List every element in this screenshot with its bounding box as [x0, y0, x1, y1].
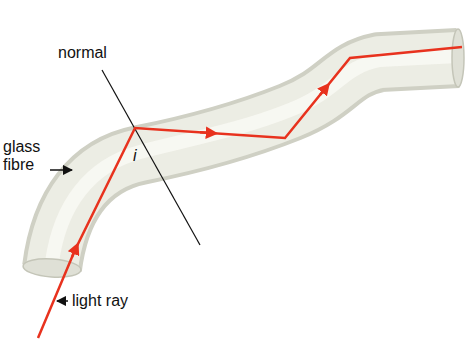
fibre-highlight — [52, 56, 458, 262]
fibre-end — [22, 257, 81, 279]
normal-line — [102, 70, 200, 245]
fibre-label: glass fibre — [3, 138, 49, 173]
ray-label: light ray — [72, 292, 128, 310]
ray-direction — [200, 131, 212, 134]
fibre-end — [452, 29, 464, 87]
angle-label: i — [133, 147, 137, 165]
leader-arrow — [57, 300, 68, 302]
ray-direction — [320, 88, 326, 95]
leader-arrow — [50, 169, 72, 171]
ray-direction — [72, 248, 76, 257]
normal-label: normal — [58, 44, 107, 62]
light-ray — [38, 47, 462, 338]
